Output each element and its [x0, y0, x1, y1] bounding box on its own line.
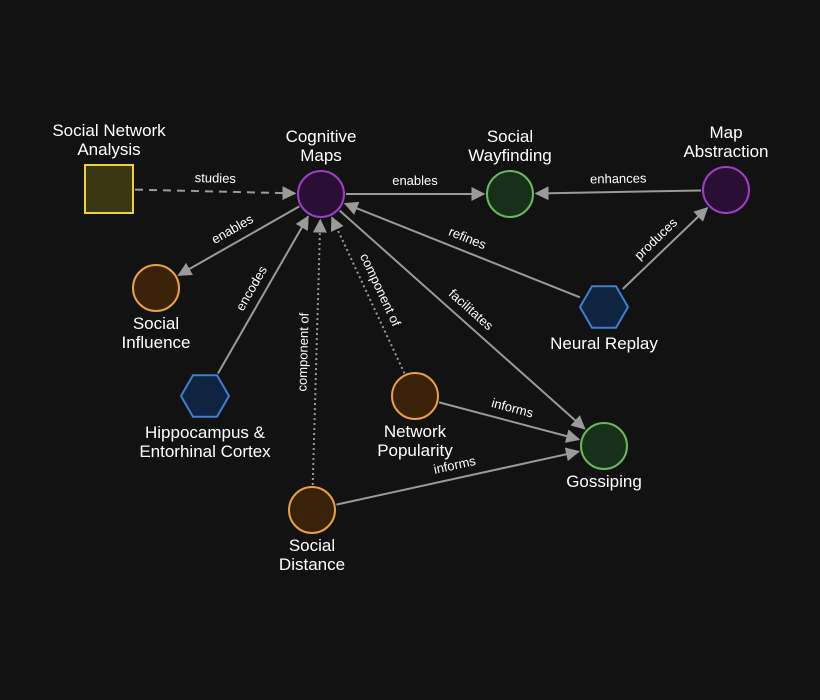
- edge-line: [438, 401, 581, 443]
- edge-line: [622, 207, 709, 290]
- node-hippo[interactable]: Hippocampus &Entorhinal Cortex: [139, 374, 271, 461]
- node-label: Entorhinal Cortex: [139, 442, 271, 461]
- edge-label: enables: [209, 211, 256, 247]
- node-circle[interactable]: [391, 372, 439, 420]
- edge-hippo-to-cog: encodes: [217, 215, 309, 374]
- edge-label: facilitates: [446, 286, 497, 334]
- edge-line: [311, 218, 327, 486]
- edge-line: [336, 447, 580, 506]
- node-label: Maps: [300, 146, 342, 165]
- edge-line: [177, 205, 300, 276]
- edge-line: [330, 216, 406, 374]
- node-gossip[interactable]: Gossiping: [566, 422, 642, 491]
- node-circle[interactable]: [486, 170, 534, 218]
- edge-line: [134, 186, 297, 201]
- node-circle[interactable]: [702, 166, 750, 214]
- node-label: Network: [384, 422, 447, 441]
- node-square[interactable]: [84, 164, 134, 214]
- node-label: Abstraction: [683, 142, 768, 161]
- edge-popularity-to-gossip: informs: [438, 395, 581, 443]
- edge-cog-to-wayfinding: enables: [346, 173, 486, 201]
- edge-line: [343, 201, 581, 299]
- node-label: Wayfinding: [468, 146, 551, 165]
- node-label: Hippocampus &: [145, 423, 266, 442]
- node-label: Social: [487, 127, 533, 146]
- node-circle[interactable]: [297, 170, 345, 218]
- edge-distance-to-cog: component of: [294, 218, 327, 486]
- nodes-layer: Social NetworkAnalysisCognitiveMapsSocia…: [52, 121, 768, 574]
- edge-popularity-to-cog: component of: [330, 216, 406, 374]
- node-label: Social: [289, 536, 335, 555]
- edge-line: [217, 215, 309, 374]
- node-label: Neural Replay: [550, 334, 658, 353]
- edge-label: enhances: [590, 170, 647, 186]
- edge-label: refines: [447, 224, 489, 253]
- node-label: Map: [709, 123, 742, 142]
- node-label: Gossiping: [566, 472, 642, 491]
- node-label: Cognitive: [286, 127, 357, 146]
- node-circle[interactable]: [288, 486, 336, 534]
- node-label: Social Network: [52, 121, 166, 140]
- edge-line: [534, 186, 702, 201]
- edge-label: encodes: [233, 263, 271, 314]
- node-circle[interactable]: [132, 264, 180, 312]
- edge-distance-to-gossip: informs: [336, 447, 580, 506]
- edge-label: component of: [294, 312, 311, 392]
- node-label: Influence: [122, 333, 191, 352]
- node-replay[interactable]: Neural Replay: [550, 285, 658, 353]
- node-hexagon[interactable]: [578, 285, 630, 329]
- node-hexagon[interactable]: [179, 374, 231, 418]
- edge-label: produces: [631, 215, 680, 263]
- node-label: Distance: [279, 555, 345, 574]
- node-label: Analysis: [77, 140, 140, 159]
- edge-label: studies: [195, 170, 237, 186]
- edge-replay-to-mapabs: produces: [622, 207, 709, 290]
- node-label: Popularity: [377, 441, 453, 460]
- node-circle[interactable]: [580, 422, 628, 470]
- edge-line: [339, 209, 586, 430]
- node-label: Social: [133, 314, 179, 333]
- edge-label: enables: [392, 173, 438, 188]
- edge-sna-to-cog: studies: [134, 170, 297, 201]
- edge-mapabs-to-wayfinding: enhances: [534, 170, 702, 201]
